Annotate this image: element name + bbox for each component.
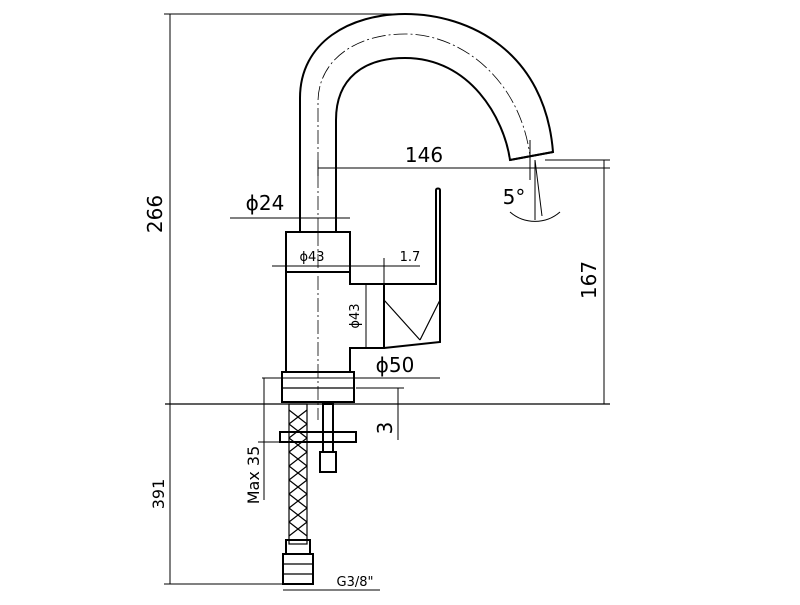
spout-centerline <box>317 33 531 232</box>
hex-nut <box>282 553 314 585</box>
label-1-7: 1.7 <box>400 250 421 265</box>
label-phi43-top: ϕ43 <box>299 250 324 265</box>
label-g38: G3/8" <box>337 575 374 590</box>
handle-lever <box>349 187 441 349</box>
hose-braid <box>288 409 308 537</box>
label-146: 146 <box>405 143 443 167</box>
stud-nut <box>319 451 337 473</box>
main-body <box>285 272 385 373</box>
handle-bevel <box>383 299 441 341</box>
dimension-lines <box>164 13 610 591</box>
spout-outer <box>299 12 555 232</box>
label-phi50: ϕ50 <box>376 353 415 377</box>
label-391: 391 <box>149 479 168 510</box>
label-phi24: ϕ24 <box>246 191 285 215</box>
hose-ferrule <box>285 539 311 555</box>
mounting-plate <box>279 431 357 443</box>
spout-tip <box>509 151 554 161</box>
label-266: 266 <box>143 195 167 233</box>
label-max35: Max 35 <box>244 446 263 505</box>
label-5deg: 5° <box>503 185 526 209</box>
label-phi43-side: ϕ43 <box>348 303 363 328</box>
dimension-labels: 266 146 ϕ24 5° ϕ43 1.7 ϕ43 167 ϕ50 3 Max… <box>143 143 601 590</box>
under-counter-fitting <box>279 403 357 585</box>
threaded-rod <box>322 403 334 453</box>
faucet-outline <box>165 12 610 420</box>
label-3: 3 <box>373 422 397 435</box>
label-167: 167 <box>577 261 601 299</box>
braided-hose <box>288 403 308 545</box>
